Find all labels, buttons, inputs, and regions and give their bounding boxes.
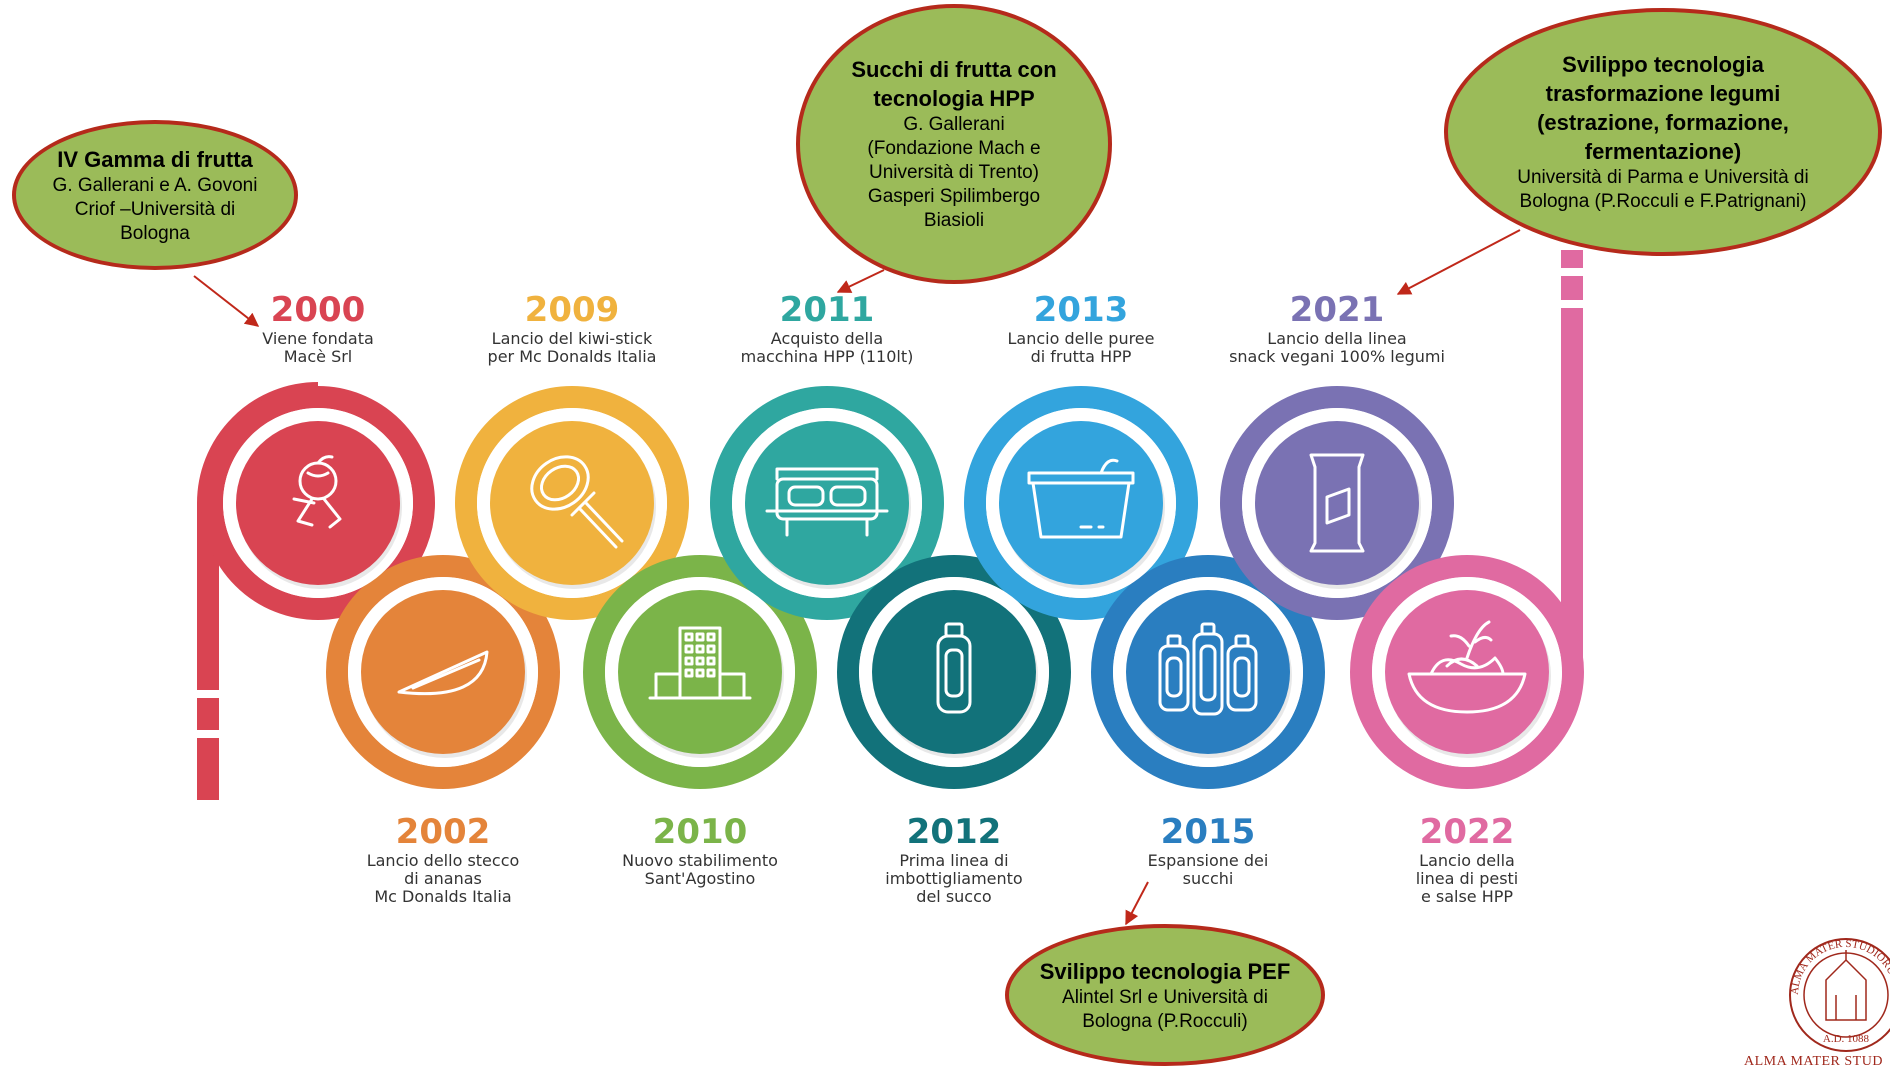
timeline-node-2021 — [1242, 408, 1432, 598]
timeline-year: 2015 — [1160, 812, 1256, 852]
callout-title: Svilippo tecnologia PEF — [1039, 958, 1291, 984]
timeline-node-2002 — [348, 577, 538, 767]
timeline-year: 2021 — [1289, 290, 1385, 330]
timeline-node-2022 — [1372, 577, 1562, 767]
timeline-ring-2009 — [455, 386, 689, 620]
timeline-node-2012 — [859, 577, 1049, 767]
timeline-node-2000 — [223, 408, 413, 598]
timeline-year: 2000 — [270, 290, 366, 330]
timeline-year: 2012 — [906, 812, 1002, 852]
timeline-year: 2011 — [779, 290, 875, 330]
cup-icon — [1027, 458, 1135, 539]
timeline-node-2013 — [986, 408, 1176, 598]
callout-title: IV Gamma di frutta — [57, 146, 253, 172]
callout-succhi-hpp: Succhi di frutta con tecnologia HPP G. G… — [796, 4, 1112, 284]
timeline-desc-line: Lancio del kiwi-stick — [491, 329, 653, 348]
timeline-ring-2015 — [1091, 555, 1325, 789]
timeline-year: 2010 — [652, 812, 748, 852]
callout-body: Università di Parma e Università di Bolo… — [1517, 167, 1809, 212]
timeline-desc-line: Viene fondata — [262, 329, 374, 348]
timeline-desc-line: e salse HPP — [1420, 887, 1514, 906]
callout-title: Svilippo tecnologia trasformazione legum… — [1537, 52, 1789, 164]
timeline-desc-line: Prima linea di — [899, 851, 1009, 870]
callout-body: G. Gallerani (Fondazione Mach e Universi… — [867, 114, 1041, 231]
bottle-icon — [936, 622, 972, 714]
timeline-ring-2011 — [710, 386, 944, 620]
callout-arrow — [193, 275, 260, 327]
timeline-node-2015 — [1113, 577, 1303, 767]
timeline-end-stem — [1560, 250, 1584, 672]
timeline-desc-line: Lancio della — [1419, 851, 1515, 870]
timeline-desc-line: Espansione dei — [1147, 851, 1269, 870]
timeline-desc-line: per Mc Donalds Italia — [487, 347, 657, 366]
running-fruit-icon — [292, 455, 342, 529]
timeline-ring-2013 — [964, 386, 1198, 620]
bottles-icon — [1158, 622, 1258, 716]
university-seal-icon: ALMA MATER STUDIORUMA.D. 1088 — [1789, 938, 1890, 1052]
timeline-desc-line: Acquisto della — [770, 329, 884, 348]
callout-legumi: Svilippo tecnologia trasformazione legum… — [1444, 8, 1882, 256]
seal-date: A.D. 1088 — [1823, 1033, 1870, 1045]
timeline-ring-2010 — [583, 555, 817, 789]
timeline-node-2009 — [477, 408, 667, 598]
timeline-desc-line: imbottigliamento — [885, 869, 1023, 888]
timeline-node-2010 — [605, 577, 795, 767]
callout-pef: Svilippo tecnologia PEF Alintel Srl e Un… — [1005, 924, 1325, 1066]
timeline-desc-line: del succo — [916, 887, 992, 906]
timeline-year: 2022 — [1419, 812, 1515, 852]
fruit-slice-icon — [397, 650, 489, 696]
callout-iv-gamma: IV Gamma di frutta G. Gallerani e A. Gov… — [12, 120, 298, 270]
logo-caption: ALMA MATER STUD — [1744, 1054, 1883, 1069]
timeline-desc-line: succhi — [1182, 869, 1234, 888]
callout-arrow — [1396, 229, 1521, 295]
callout-body: Alintel Srl e Università di Bologna (P.R… — [1062, 986, 1268, 1032]
timeline-desc-line: Lancio della linea — [1267, 329, 1407, 348]
timeline-year: 2013 — [1033, 290, 1129, 330]
timeline-desc-line: linea di pesti — [1415, 869, 1519, 888]
callout-title: Succhi di frutta con tecnologia HPP — [851, 57, 1057, 111]
timeline-desc-line: Lancio dello stecco — [366, 851, 520, 870]
kiwi-stick-icon — [530, 455, 624, 549]
timeline-ring-2000 — [201, 386, 435, 620]
timeline-desc-line: Sant'Agostino — [644, 869, 756, 888]
building-icon — [648, 626, 752, 700]
timeline-desc-line: Macè Srl — [283, 347, 353, 366]
timeline-desc-line: di ananas — [404, 869, 482, 888]
timeline-desc-line: di frutta HPP — [1030, 347, 1132, 366]
timeline-year: 2002 — [395, 812, 491, 852]
timeline-node-2011 — [732, 408, 922, 598]
timeline-ring-2002 — [326, 555, 560, 789]
pasta-bowl-icon — [1407, 620, 1527, 714]
timeline-desc-line: Nuovo stabilimento — [622, 851, 778, 870]
timeline-year: 2009 — [524, 290, 620, 330]
timeline-ring-2021 — [1220, 386, 1454, 620]
timeline-desc-line: Mc Donalds Italia — [374, 887, 512, 906]
timeline-desc-line: snack vegani 100% legumi — [1229, 347, 1445, 366]
timeline-ring-2012 — [837, 555, 1071, 789]
callout-arrow — [836, 269, 885, 293]
timeline-ring-2022 — [1350, 555, 1584, 789]
snack-bag-icon — [1309, 453, 1365, 553]
hpp-machine-icon — [765, 467, 889, 537]
callout-body: G. Gallerani e A. Govoni Criof –Universi… — [52, 174, 258, 244]
callout-arrow — [1125, 881, 1149, 926]
timeline-desc-line: macchina HPP (110lt) — [740, 347, 914, 366]
timeline-desc-line: Lancio delle puree — [1007, 329, 1155, 348]
